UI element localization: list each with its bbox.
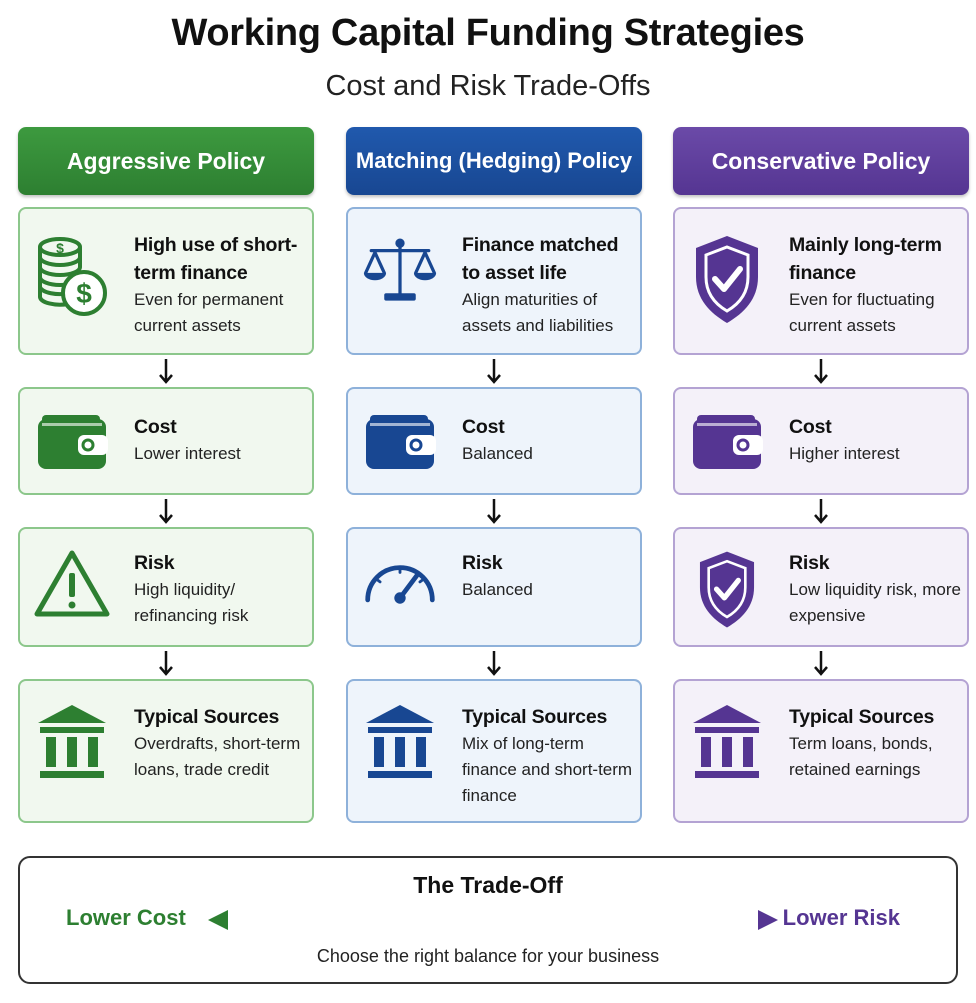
lower-cost-label: Lower Cost: [66, 905, 186, 930]
aggressive-approach-card: $ $ High use of short-term finance Even …: [18, 207, 314, 355]
balance-scale-icon: [362, 233, 438, 309]
card-description: High liquidity/ refinancing risk: [134, 580, 249, 625]
shield-check-icon: [689, 233, 765, 327]
matching-cost-card: Cost Balanced: [346, 387, 642, 495]
aggressive-sources-card: Typical Sources Overdrafts, short-term l…: [18, 679, 314, 823]
card-description: Even for fluctuating current assets: [789, 290, 935, 335]
card-description: Low liquidity risk, more expensive: [789, 580, 961, 625]
bank-building-icon: [362, 703, 438, 781]
wallet-icon: [689, 413, 765, 473]
aggressive-cost-card: Cost Lower interest: [18, 387, 314, 495]
page-title: Working Capital Funding Strategies: [171, 12, 805, 54]
card-description: Term loans, bonds, retained earnings: [789, 734, 933, 779]
card-description: Overdrafts, short-term loans, trade cred…: [134, 734, 301, 779]
card-heading: Cost: [134, 416, 177, 438]
conservative-risk-card: Risk Low liquidity risk, more expensive: [673, 527, 969, 647]
conservative-cost-card: Cost Higher interest: [673, 387, 969, 495]
aggressive-risk-card: Risk High liquidity/ refinancing risk: [18, 527, 314, 647]
bank-building-icon: [689, 703, 765, 781]
card-heading: Typical Sources: [462, 706, 608, 728]
down-arrow-icon: [487, 499, 501, 524]
warning-triangle-icon: [34, 549, 110, 619]
bank-building-icon: [34, 703, 110, 781]
gauge-icon: [362, 549, 438, 609]
conservative-sources-card: Typical Sources Term loans, bonds, retai…: [673, 679, 969, 823]
tradeoff-caption: Choose the right balance for your busine…: [316, 946, 660, 966]
aggressive-policy-header: Aggressive Policy: [18, 127, 314, 195]
svg-text:$: $: [56, 240, 64, 256]
tradeoff-title: The Trade-Off: [413, 872, 563, 898]
conservative-policy-header: Conservative Policy: [673, 127, 969, 195]
down-arrow-icon: [814, 499, 828, 524]
matching-risk-card: Risk Balanced: [346, 527, 642, 647]
wallet-icon: [34, 413, 110, 473]
double-arrow-icon: [208, 910, 778, 930]
matching-sources-card: Typical Sources Mix of long-term finance…: [346, 679, 642, 823]
card-heading: Cost: [462, 416, 505, 438]
card-heading: Risk: [462, 552, 503, 574]
aggressive-policy-column: Aggressive Policy $ $ High use of short-…: [18, 127, 314, 823]
conservative-approach-card: Mainly long-term finance Even for fluctu…: [673, 207, 969, 355]
down-arrow-icon: [159, 651, 173, 676]
card-heading: Finance matched to asset life: [462, 234, 619, 284]
card-description: Balanced: [462, 580, 533, 599]
tradeoff-panel: The Trade-Off Lower Cost Lower Risk Choo…: [18, 856, 958, 984]
card-description: Lower interest: [134, 444, 241, 463]
down-arrow-icon: [814, 359, 828, 384]
conservative-policy-column: Conservative Policy Mainly long-term fin…: [673, 127, 969, 823]
down-arrow-icon: [487, 359, 501, 384]
card-heading: Mainly long-term finance: [789, 234, 942, 284]
shield-check-icon: [689, 549, 765, 631]
matching-policy-header: Matching (Hedging) Policy: [346, 127, 642, 195]
card-heading: High use of short-term finance: [134, 234, 298, 284]
card-heading: Typical Sources: [789, 706, 935, 728]
card-description: Align maturities of assets and liabiliti…: [462, 290, 614, 335]
down-arrow-icon: [159, 499, 173, 524]
card-description: Even for permanent current assets: [134, 290, 284, 335]
card-heading: Cost: [789, 416, 832, 438]
lower-risk-label: Lower Risk: [782, 905, 900, 930]
down-arrow-icon: [487, 651, 501, 676]
page-subtitle: Cost and Risk Trade-Offs: [325, 70, 651, 102]
card-description: Mix of long-term finance and short-term …: [462, 734, 633, 805]
coins-dollar-icon: $ $: [34, 233, 110, 325]
card-heading: Risk: [134, 552, 175, 574]
card-heading: Risk: [789, 552, 830, 574]
down-arrow-icon: [814, 651, 828, 676]
card-heading: Typical Sources: [134, 706, 280, 728]
card-description: Higher interest: [789, 444, 900, 463]
svg-text:$: $: [76, 278, 92, 309]
down-arrow-icon: [159, 359, 173, 384]
matching-policy-column: Matching (Hedging) Policy Finance matche…: [346, 127, 642, 823]
matching-approach-card: Finance matched to asset life Align matu…: [346, 207, 642, 355]
wallet-icon: [362, 413, 438, 473]
card-description: Balanced: [462, 444, 533, 463]
